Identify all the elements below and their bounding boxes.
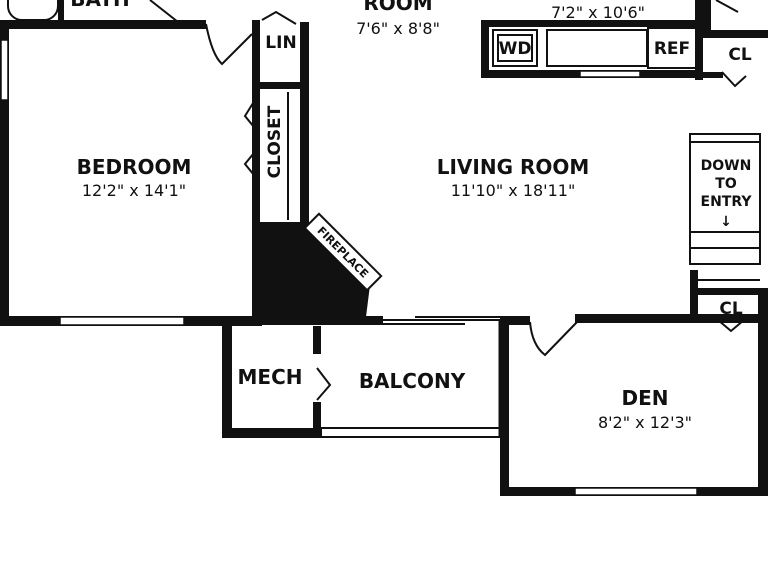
wall-stairs-left [690, 270, 698, 322]
fireplace-mass [255, 222, 370, 325]
wall-bedroom-right [252, 20, 260, 326]
wall-bedroom-left [0, 20, 9, 326]
wall-bedroom-top [0, 20, 206, 29]
door-den [529, 321, 578, 357]
door-bedroom [205, 23, 253, 66]
wall-den-top-right [575, 314, 768, 323]
den-name: DEN [621, 386, 668, 410]
wall-den-left [500, 316, 509, 496]
window-kitchen [579, 70, 641, 78]
stairs-text-down: DOWN [701, 158, 752, 174]
door-bath [149, 0, 179, 23]
wall-kitchen-top [481, 20, 701, 27]
wall-den-cl-divider [690, 288, 768, 295]
wall-mech-divider [313, 326, 321, 354]
wall-mech-bottom [222, 428, 322, 438]
balcony-outline [320, 316, 502, 438]
counter [546, 29, 648, 67]
top-room-dims: 7'6" x 8'8" [356, 19, 440, 38]
wall-mech-divider-lower [313, 402, 321, 438]
wall-den-top-left [500, 316, 530, 325]
mech-name: MECH [238, 365, 303, 389]
door-closet-1 [243, 94, 259, 133]
cl-top-label: CL [728, 45, 751, 65]
door-closet-2 [243, 147, 259, 181]
closet-label: CLOSET [265, 105, 285, 178]
window-bedroom-left [0, 39, 9, 101]
doors [149, 0, 747, 401]
balcony-name: BALCONY [359, 369, 466, 393]
wall-top-right [703, 0, 711, 30]
cl-den-label: CL [719, 299, 742, 319]
kitchen-dims: 7'2" x 10'6" [551, 3, 645, 22]
stairs [689, 133, 761, 281]
stairs-text-to: TO [715, 176, 737, 192]
wall-closet-right [300, 22, 309, 227]
living-room-dims: 11'10" x 18'11" [451, 181, 576, 200]
door-mech [316, 367, 332, 401]
window-den [574, 487, 698, 496]
door-top-right [715, 0, 739, 13]
wall-cl-top-right [703, 30, 768, 38]
appliances [492, 8, 701, 69]
wall-cl-bottom-right [703, 72, 723, 78]
bath-name: BATH [70, 0, 130, 11]
closet-details [7, 0, 289, 220]
wall-living-bottom-left [255, 316, 383, 325]
stairs-text-entry: ENTRY [701, 194, 753, 210]
den-dims: 8'2" x 12'3" [598, 413, 692, 432]
wd-label: WD [499, 39, 532, 59]
bedroom-name: BEDROOM [77, 155, 192, 179]
ref-box[interactable] [647, 27, 697, 69]
wall-lin-bottom [258, 82, 308, 89]
bath-tub [7, 0, 59, 21]
living-room-name: LIVING ROOM [437, 155, 590, 179]
wall-bath-divider [58, 0, 64, 22]
door-lin [261, 10, 297, 25]
stairs-down-arrow-icon: ↓ [720, 214, 732, 230]
fireplace-label-bg [303, 212, 383, 292]
lin-label: LIN [265, 33, 296, 53]
wall-kitchen-right [695, 0, 703, 80]
door-cl-den [717, 319, 745, 333]
balcony-rail-bottom [320, 427, 502, 438]
top-room-name: ROOM [363, 0, 432, 15]
wall-mech-left [222, 318, 232, 438]
wall-kitchen-left [481, 20, 489, 78]
door-cl-top [721, 71, 747, 88]
ref-label: REF [654, 39, 690, 59]
bedroom-dims: 12'2" x 14'1" [82, 181, 186, 200]
wd-box-inner [497, 34, 533, 62]
windows [0, 39, 698, 496]
wall-den-right [758, 288, 768, 496]
window-bedroom [59, 316, 185, 326]
